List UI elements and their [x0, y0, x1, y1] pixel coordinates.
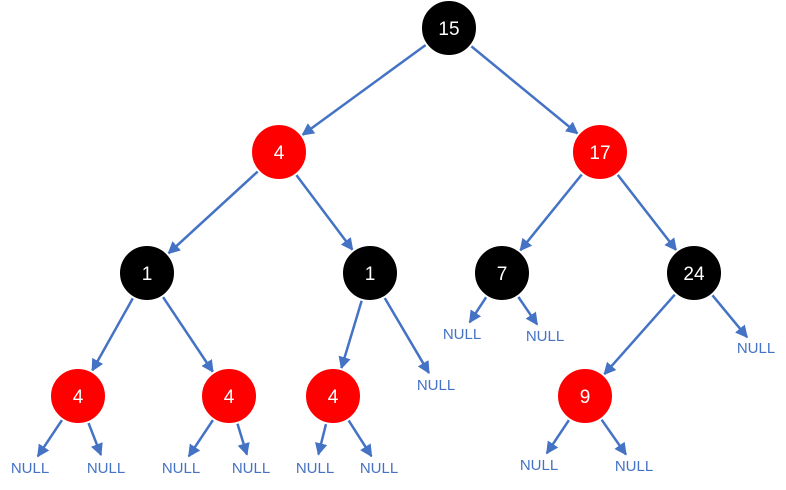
node-label: 7 [497, 264, 508, 285]
edge-n4a-n1b [294, 173, 354, 251]
tree-node-n24: 24 [665, 244, 723, 302]
node-circle-black [118, 244, 176, 302]
null-leaf-label: NULL [87, 460, 125, 477]
tree-node-n17: 17 [571, 123, 629, 181]
tree-node-n15: 15 [420, 0, 478, 57]
node-circle-red [304, 367, 362, 425]
edge-n4a-n1a [167, 169, 260, 255]
null-leaf-label: NULL [615, 458, 653, 475]
null-leaf-label: NULL [526, 328, 564, 345]
edge-n15-n4a [301, 43, 428, 136]
node-label: 24 [683, 264, 705, 285]
edge-n4b-null1 [36, 418, 64, 458]
node-label: 4 [274, 143, 285, 164]
node-label: 15 [438, 19, 459, 40]
edges-layer [36, 43, 749, 458]
tree-node-n4b: 4 [49, 367, 107, 425]
edge-n1b-null8 [383, 296, 430, 375]
edge-n1a-n4c [161, 295, 214, 373]
node-circle-red [250, 123, 308, 181]
node-circle-red [200, 367, 258, 425]
node-circle-black [341, 244, 399, 302]
null-leaf-label: NULL [296, 460, 334, 477]
null-leaf-label: NULL [417, 377, 455, 394]
tree-node-n4d: 4 [304, 367, 362, 425]
node-label: 4 [328, 387, 339, 408]
node-circle-red [571, 123, 629, 181]
null-leaf-label: NULL [232, 460, 270, 477]
edge-n7-null10 [516, 295, 539, 326]
null-leaf-label: NULL [520, 457, 558, 474]
edge-n4c-null4 [235, 422, 250, 456]
edge-n9-null7 [545, 418, 571, 455]
node-circle-red [49, 367, 107, 425]
edge-n4b-null2 [86, 421, 103, 457]
tree-node-n4c: 4 [200, 367, 258, 425]
edge-n1a-n4b [91, 296, 135, 372]
null-leaf-label: NULL [737, 340, 775, 357]
edge-n15-n17 [469, 44, 579, 135]
tree-node-n1b: 1 [341, 244, 399, 302]
edge-n7-null9 [468, 295, 488, 324]
node-circle-black [420, 0, 478, 57]
null-leaves-layer: NULL NULL NULL NULL NULL NULL NULL NULL NULL NULL… [11, 326, 775, 477]
null-leaf-label: NULL [360, 460, 398, 477]
edge-n1b-n4d [338, 299, 364, 370]
tree-node-n1a: 1 [118, 244, 176, 302]
edge-n17-n7 [519, 172, 584, 252]
node-circle-red [556, 367, 614, 425]
null-leaf-label: NULL [162, 460, 200, 477]
node-label: 17 [589, 143, 610, 164]
edge-n24-null11 [710, 293, 749, 339]
edge-n4d-null6 [347, 418, 373, 458]
node-label: 4 [224, 387, 235, 408]
null-leaf-label: NULL [443, 326, 481, 343]
tree-node-n7: 7 [473, 244, 531, 302]
node-label: 1 [365, 264, 376, 285]
tree-node-n9: 9 [556, 367, 614, 425]
node-label: 4 [73, 387, 84, 408]
node-circle-black [665, 244, 723, 302]
edge-n4d-null5 [315, 422, 328, 456]
edge-n24-n9 [603, 293, 677, 376]
edge-n17-n24 [616, 173, 678, 252]
null-leaf-label: NULL [11, 460, 49, 477]
node-circle-black [473, 244, 531, 302]
edge-n9-null12 [600, 418, 627, 456]
node-label: 9 [580, 387, 591, 408]
node-label: 1 [142, 264, 153, 285]
tree-node-n4a: 4 [250, 123, 308, 181]
edge-n4c-null3 [187, 418, 215, 458]
